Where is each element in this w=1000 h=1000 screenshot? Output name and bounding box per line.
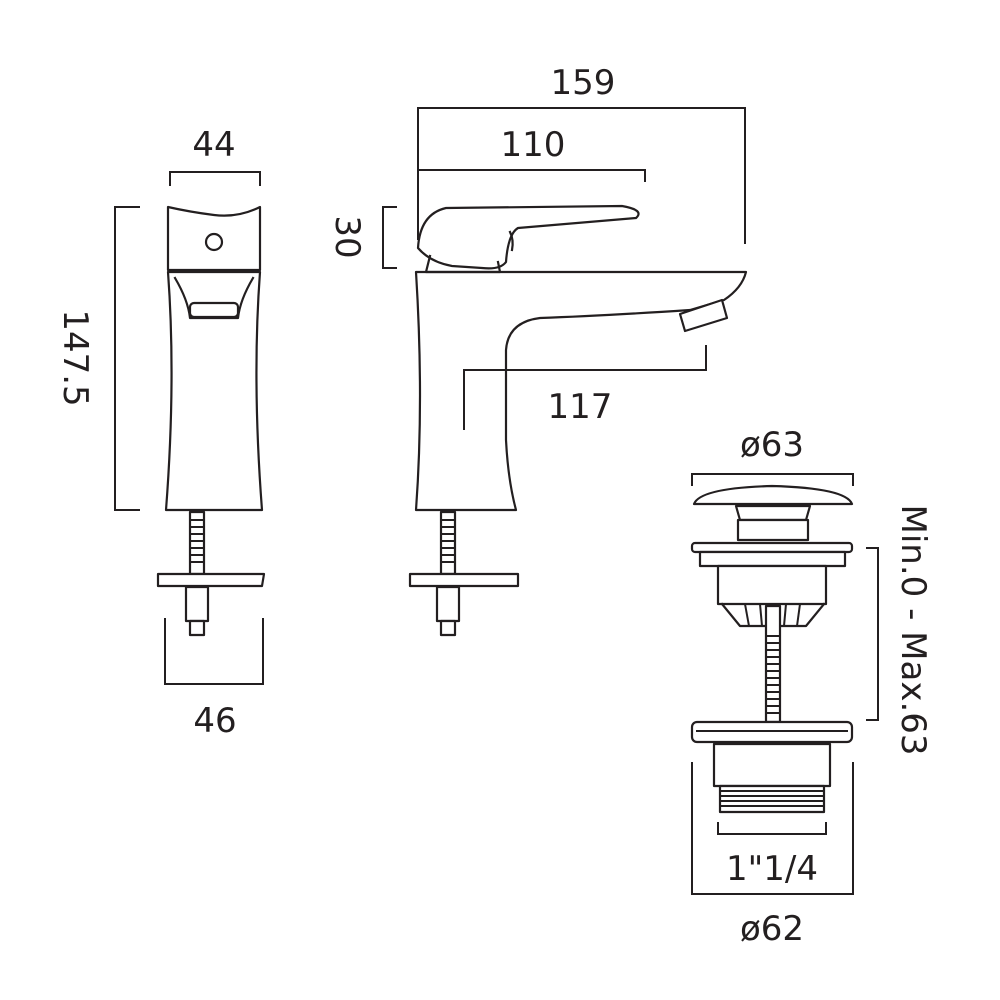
spout-tip [678,298,729,333]
label-waste-body-diameter: ø62 [740,909,804,949]
click-clack-waste [690,473,879,895]
tap-front-view [114,171,266,685]
dim-bracket-thread [717,822,827,835]
fixing-plate-front [156,572,266,588]
rod-threads-profile [441,519,455,563]
tap-handle-block [166,205,262,272]
dim-bracket-o63 [691,473,854,486]
waste-cage-bars [744,603,801,627]
waste-stem-collar [736,518,810,542]
waste-flange-top [690,541,854,554]
rod-threads-front [190,519,204,563]
threaded-rod-profile [439,510,457,576]
lever-handle [416,204,640,270]
waste-flange [698,550,847,568]
label-lever-length: 110 [501,125,566,165]
dim-bracket-adjustment [866,547,879,721]
dim-bracket-44 [169,171,261,186]
label-waste-head-diameter: ø63 [740,425,804,465]
tap-body-front [164,270,264,512]
label-side-top-width: 44 [192,125,235,165]
dim-bracket-o62 [691,762,854,895]
lever-handle-detail [508,230,514,252]
label-side-height: 147.5 [55,309,95,406]
dim-bracket-30 [382,206,397,269]
fixing-nut-profile [435,585,461,623]
tap-side-view [382,107,748,637]
waste-spindle-threads [766,635,780,714]
label-waste-adjustment: Min.0 - Max.63 [893,504,933,755]
dim-bracket-117 [463,345,707,430]
fixing-plate-profile [408,572,520,588]
waste-cap-stem [734,504,812,522]
waste-threads [718,784,826,814]
rod-end-front [188,619,206,637]
waste-lower-body [712,742,832,788]
dim-bracket-147-5 [114,206,140,511]
dim-bracket-46 [164,618,264,685]
label-lever-height: 30 [327,215,367,258]
waste-body-upper [716,564,828,606]
lever-collar [424,254,502,274]
label-overall-length: 159 [551,63,616,103]
fixing-nut-front [184,585,210,623]
handle-hole [204,232,224,252]
aerator-front [188,301,240,319]
dim-bracket-110 [417,169,646,182]
threaded-rod-front [188,510,206,576]
label-waste-thread: 1"1/4 [726,849,818,889]
waste-cap [692,484,854,506]
label-side-base-width: 46 [193,701,236,741]
rod-end-profile [439,619,457,637]
label-spout-reach: 117 [548,387,613,427]
